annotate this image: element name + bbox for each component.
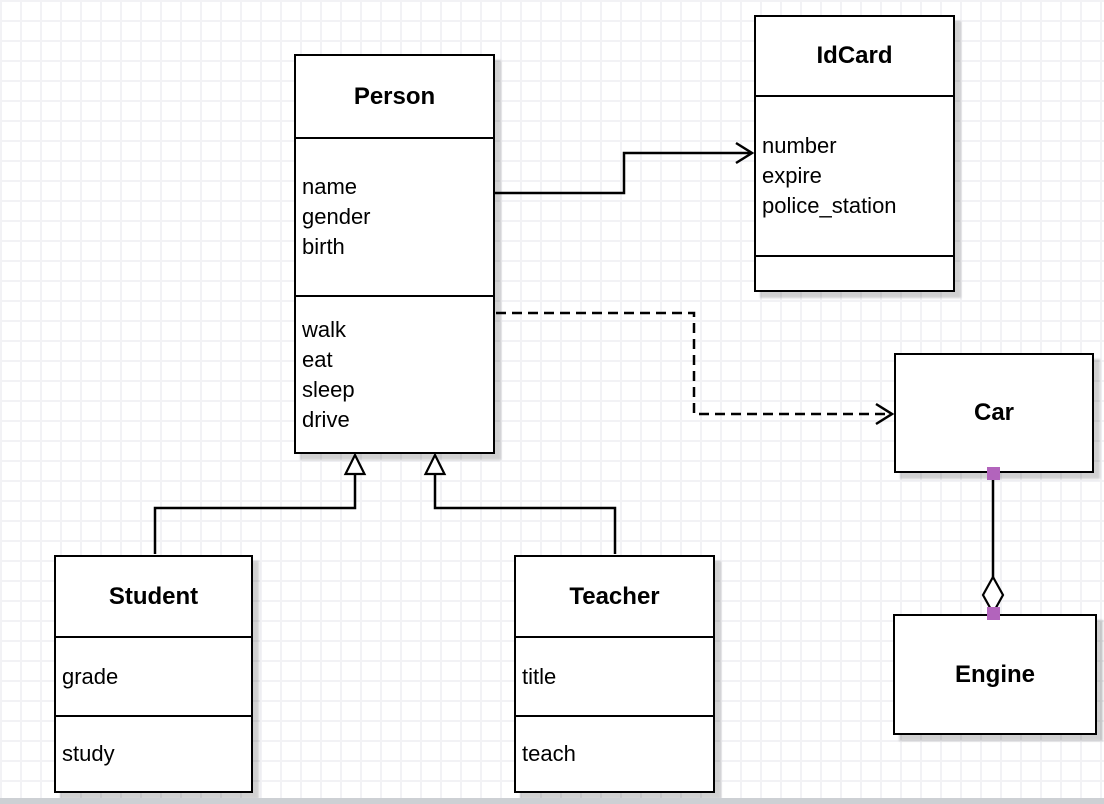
class-person-title: Person <box>353 82 436 110</box>
attribute-line: birth <box>302 234 345 259</box>
attribute-line: police_station <box>762 193 897 218</box>
class-student-attributes: grade <box>56 636 251 715</box>
class-engine-title: Engine <box>954 660 1035 688</box>
attribute-line: grade <box>62 663 119 689</box>
method-line: study <box>62 741 115 766</box>
connector-car-engine[interactable] <box>981 467 1005 620</box>
canvas-bottom-edge <box>0 798 1104 804</box>
connection-handle[interactable] <box>987 467 1000 480</box>
attribute-line: name <box>302 174 358 199</box>
class-car[interactable]: Car <box>894 353 1094 473</box>
class-student-methods: study <box>56 715 251 791</box>
method-line: teach <box>522 741 576 766</box>
attribute-line: gender <box>302 204 371 229</box>
class-person-methods: walk eat sleep drive <box>296 295 493 452</box>
class-teacher-attributes: title <box>516 636 713 715</box>
method-line: sleep <box>302 376 355 402</box>
method-line: eat <box>302 346 333 372</box>
class-idcard-title: IdCard <box>816 42 893 69</box>
connector-student-person[interactable] <box>153 452 367 554</box>
class-idcard[interactable]: IdCard number expire police_station <box>754 15 955 292</box>
class-student[interactable]: Student grade study <box>54 555 253 793</box>
hollow-triangle-icon <box>343 452 367 476</box>
connector-person-car[interactable] <box>496 311 895 426</box>
class-person-attributes: name gender birth <box>296 137 493 295</box>
method-line: drive <box>302 406 350 432</box>
class-person[interactable]: Person name gender birth walk eat sleep … <box>294 54 495 454</box>
attribute-line: expire <box>762 163 822 188</box>
attribute-line: number <box>762 133 837 158</box>
class-engine[interactable]: Engine <box>893 614 1097 735</box>
connection-handle[interactable] <box>987 607 1000 620</box>
hollow-triangle-icon <box>423 452 447 476</box>
class-student-title: Student <box>108 582 199 610</box>
method-line: walk <box>302 316 347 342</box>
class-car-title: Car <box>973 399 1015 426</box>
connector-teacher-person[interactable] <box>423 452 617 554</box>
class-idcard-methods <box>756 255 953 290</box>
attribute-line: title <box>522 663 557 689</box>
class-teacher-methods: teach <box>516 715 713 791</box>
open-arrowhead-icon <box>875 402 895 426</box>
class-teacher[interactable]: Teacher title teach <box>514 555 715 793</box>
connector-person-idcard[interactable] <box>495 141 755 195</box>
class-teacher-title: Teacher <box>569 582 660 610</box>
class-idcard-attributes: number expire police_station <box>756 95 953 255</box>
open-arrowhead-icon <box>735 141 755 165</box>
